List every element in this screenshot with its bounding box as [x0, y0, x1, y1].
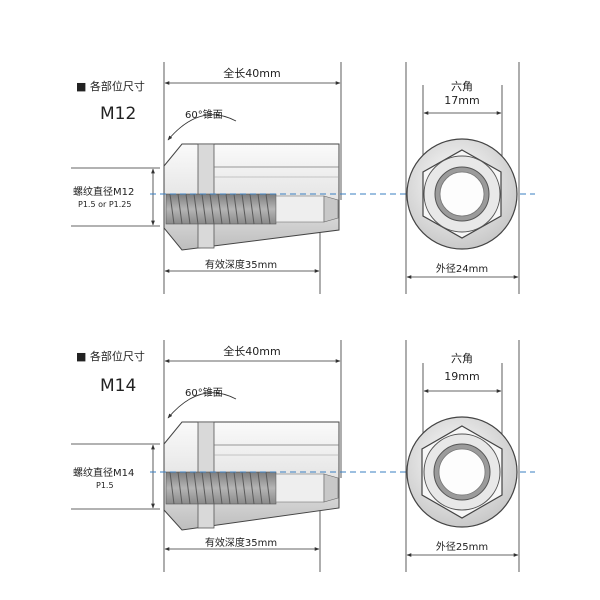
nut-side-view [163, 421, 340, 531]
model-label: M12 [100, 104, 136, 124]
cone-angle-label: 60°锥面 [185, 109, 223, 121]
effective-depth-label: 有效深度35mm [205, 258, 277, 271]
outer-diameter-label: 外径24mm [436, 262, 488, 275]
effective-depth-label: 有效深度35mm [205, 536, 277, 549]
panel-m14: ■ 各部位尺寸 M14 全长40mm 60°锥面 螺纹直径M14 P1.5 有效… [71, 340, 535, 572]
hex-label: 六角 [451, 80, 473, 93]
nut-top-view [406, 138, 518, 250]
section-title: ■ 各部位尺寸 [76, 79, 145, 93]
section-title: ■ 各部位尺寸 [76, 349, 145, 363]
hex-size-label: 19mm [444, 370, 479, 383]
thread-diameter-label: 螺纹直径M12 [73, 185, 134, 198]
cone-angle-label: 60°锥面 [185, 387, 223, 399]
nut-side-view [163, 143, 340, 251]
total-length-label: 全长40mm [223, 66, 280, 80]
hex-label: 六角 [451, 352, 473, 365]
model-label: M14 [100, 376, 136, 396]
outer-diameter-label: 外径25mm [436, 540, 488, 553]
total-length-label: 全长40mm [223, 344, 280, 358]
thread-pitch-label: P1.5 or P1.25 [78, 200, 131, 209]
thread-diameter-label: 螺纹直径M14 [73, 466, 134, 479]
thread-pitch-label: P1.5 [96, 481, 114, 490]
panel-m12: ■ 各部位尺寸 M12 全长40mm 60°锥面 螺纹直径M12 P1.5 or… [71, 62, 535, 294]
nut-top-view [406, 416, 518, 528]
hex-size-label: 17mm [444, 94, 479, 107]
cone-angle-leader [167, 392, 237, 419]
cone-angle-leader [167, 114, 237, 141]
